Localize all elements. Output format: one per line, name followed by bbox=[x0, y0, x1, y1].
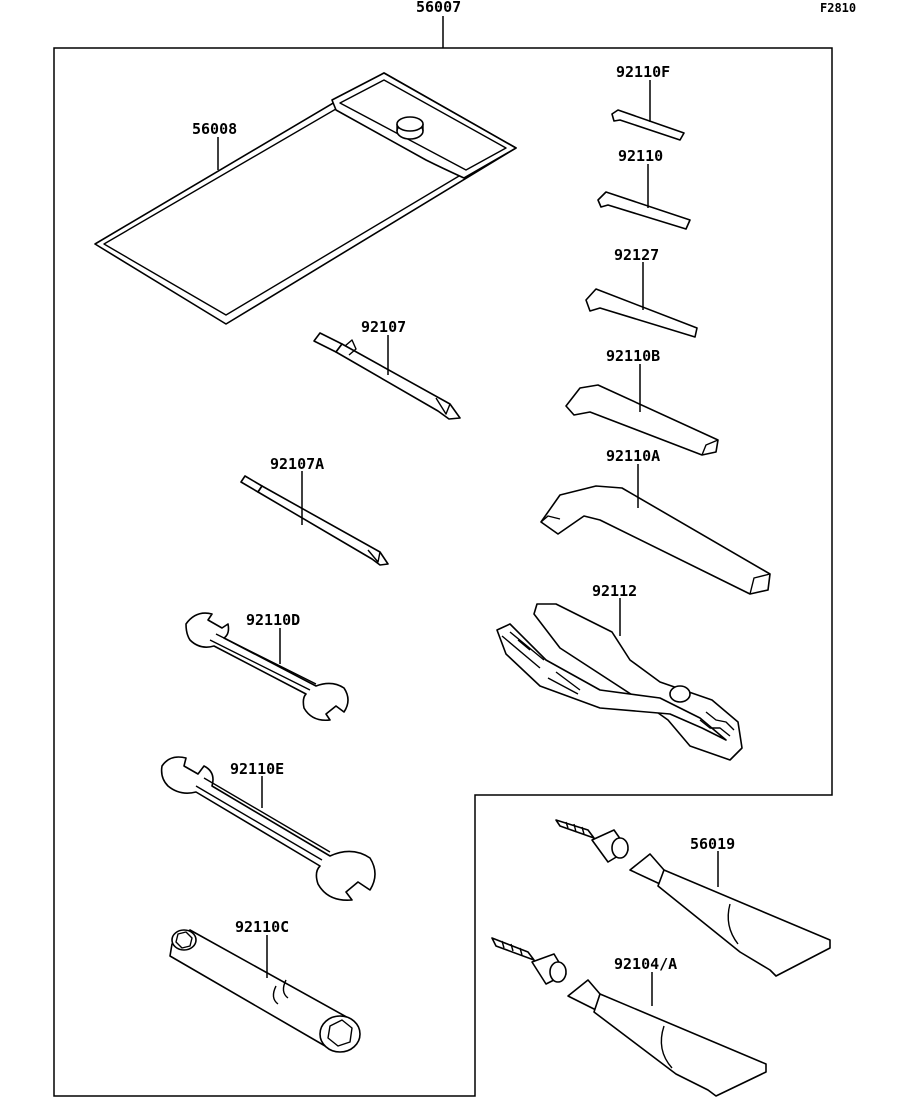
label-pliers: 92112 bbox=[592, 582, 637, 600]
label-screwdriver-a: 92107A bbox=[270, 455, 324, 473]
label-hex-127: 92127 bbox=[614, 246, 659, 264]
figure-code: F2810 bbox=[820, 1, 856, 15]
label-hex: 92110 bbox=[618, 147, 663, 165]
label-grease-56019: 56019 bbox=[690, 835, 735, 853]
label-grease-92104: 92104/A bbox=[614, 955, 677, 973]
hex-wrench-a-drawing bbox=[540, 485, 771, 595]
label-case: 56008 bbox=[192, 120, 237, 138]
pliers-drawing bbox=[496, 603, 743, 761]
screwdriver-drawing bbox=[313, 332, 461, 420]
hex-wrench-b-drawing bbox=[565, 384, 719, 456]
label-hex-a: 92110A bbox=[606, 447, 660, 465]
grease-tube-56019-drawing bbox=[555, 819, 831, 977]
box-wrench-c-drawing bbox=[169, 929, 361, 1053]
label-screwdriver: 92107 bbox=[361, 318, 406, 336]
wrench-e-drawing bbox=[160, 756, 376, 901]
label-wrench-d: 92110D bbox=[246, 611, 300, 629]
tool-case-drawing bbox=[94, 72, 517, 325]
label-hex-f: 92110F bbox=[616, 63, 670, 81]
hex-wrench-drawing bbox=[597, 191, 691, 230]
label-wrench-e: 92110E bbox=[230, 760, 284, 778]
toolkit-frame bbox=[53, 47, 833, 1097]
grease-tube-92104-drawing bbox=[491, 937, 767, 1097]
wrench-d-drawing bbox=[185, 612, 349, 722]
screwdriver-a-drawing bbox=[240, 475, 389, 566]
label-toolkit: 56007 bbox=[416, 0, 461, 16]
label-box-wrench-c: 92110C bbox=[235, 918, 289, 936]
hex-wrench-127-drawing bbox=[585, 288, 698, 338]
label-hex-b: 92110B bbox=[606, 347, 660, 365]
hex-wrench-f-drawing bbox=[611, 109, 685, 141]
